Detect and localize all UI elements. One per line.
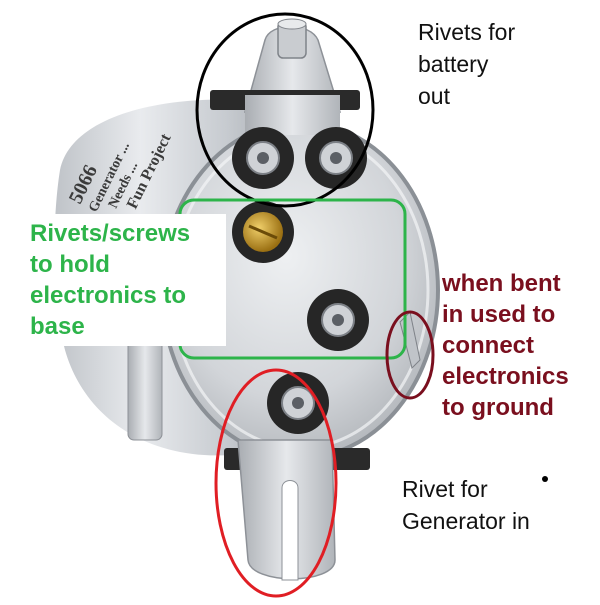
ground-tab-oval [385,310,435,400]
label-battery-rivets: Rivets for battery out [418,19,516,109]
label-electronics-rivets: Rivets/screws to hold electronics to bas… [26,214,226,346]
rivet-battery-left [232,127,294,189]
stray-dot [542,476,548,482]
label-ground-tab: when bent in used to connect electronics… [442,270,569,421]
rivet-electronics [307,289,369,351]
battery-rivets-circle [195,12,375,208]
label-generator-rivet: Rivet for Generator in [402,476,530,534]
generator-rivet-oval [214,368,338,598]
top-pin-cap [277,18,307,30]
rivet-generator [267,372,329,434]
brass-screw [232,201,294,263]
bottom-tab-slot-cut [281,480,299,581]
rivet-battery-right [305,127,367,189]
